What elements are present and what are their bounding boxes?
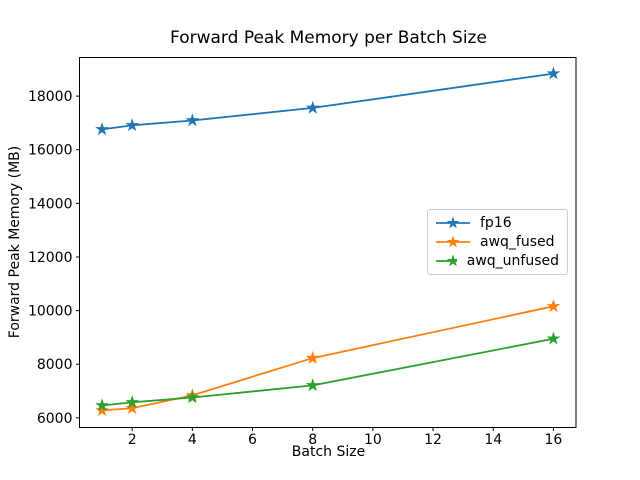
series-marker-fp16	[125, 118, 140, 132]
legend-marker-icon	[436, 235, 470, 248]
legend-item-awq_unfused: awq_unfused	[436, 252, 559, 271]
y-tick-label: 12000	[28, 250, 73, 266]
series-marker-awq_fused	[546, 299, 561, 313]
legend-item-fp16: fp16	[436, 213, 559, 232]
series-marker-fp16	[305, 100, 320, 114]
series-marker-awq_unfused	[185, 390, 200, 404]
legend-marker-icon	[436, 216, 470, 229]
y-tick-label: 10000	[28, 304, 73, 320]
x-tick-label: 12	[424, 432, 442, 448]
y-tick-label: 6000	[37, 411, 73, 427]
legend-label: awq_fused	[480, 233, 555, 250]
chart-title: Forward Peak Memory per Batch Size	[170, 28, 487, 48]
x-tick-label: 16	[545, 432, 563, 448]
series-line-fp16	[101, 72, 554, 131]
x-tick-label: 8	[308, 432, 317, 448]
y-tick-label: 18000	[28, 89, 73, 105]
x-axis-label: Batch Size	[291, 444, 366, 460]
legend-label: awq_unfused	[466, 253, 559, 270]
y-tick-label: 16000	[28, 143, 73, 159]
series-marker-awq_fused	[95, 403, 109, 417]
series-marker-awq_unfused	[125, 395, 140, 409]
x-tick-label: 10	[364, 432, 382, 448]
series-line-awq_unfused	[101, 337, 554, 407]
legend-marker-icon	[436, 254, 457, 267]
y-tick-label: 8000	[37, 357, 73, 373]
x-tick-label: 4	[188, 432, 197, 448]
legend-label: fp16	[480, 214, 512, 231]
series-marker-fp16	[185, 113, 200, 127]
x-tick-label: 6	[248, 432, 257, 448]
y-tick-label: 14000	[28, 196, 73, 212]
legend: fp16 awq_fused awq_unfused	[427, 209, 568, 275]
series-line-awq_fused	[102, 305, 554, 412]
series-marker-fp16	[95, 122, 109, 136]
x-tick-label: 2	[128, 432, 137, 448]
legend-item-awq_fused: awq_fused	[436, 232, 559, 251]
series-marker-awq_unfused	[546, 331, 561, 345]
series-marker-awq_unfused	[305, 378, 320, 392]
series-marker-awq_fused	[305, 350, 320, 364]
series-marker-awq_fused	[125, 400, 140, 415]
series-marker-fp16	[546, 66, 561, 80]
x-tick-label: 14	[484, 432, 502, 448]
axes-spines	[79, 57, 577, 428]
series-marker-awq_unfused	[95, 398, 109, 412]
